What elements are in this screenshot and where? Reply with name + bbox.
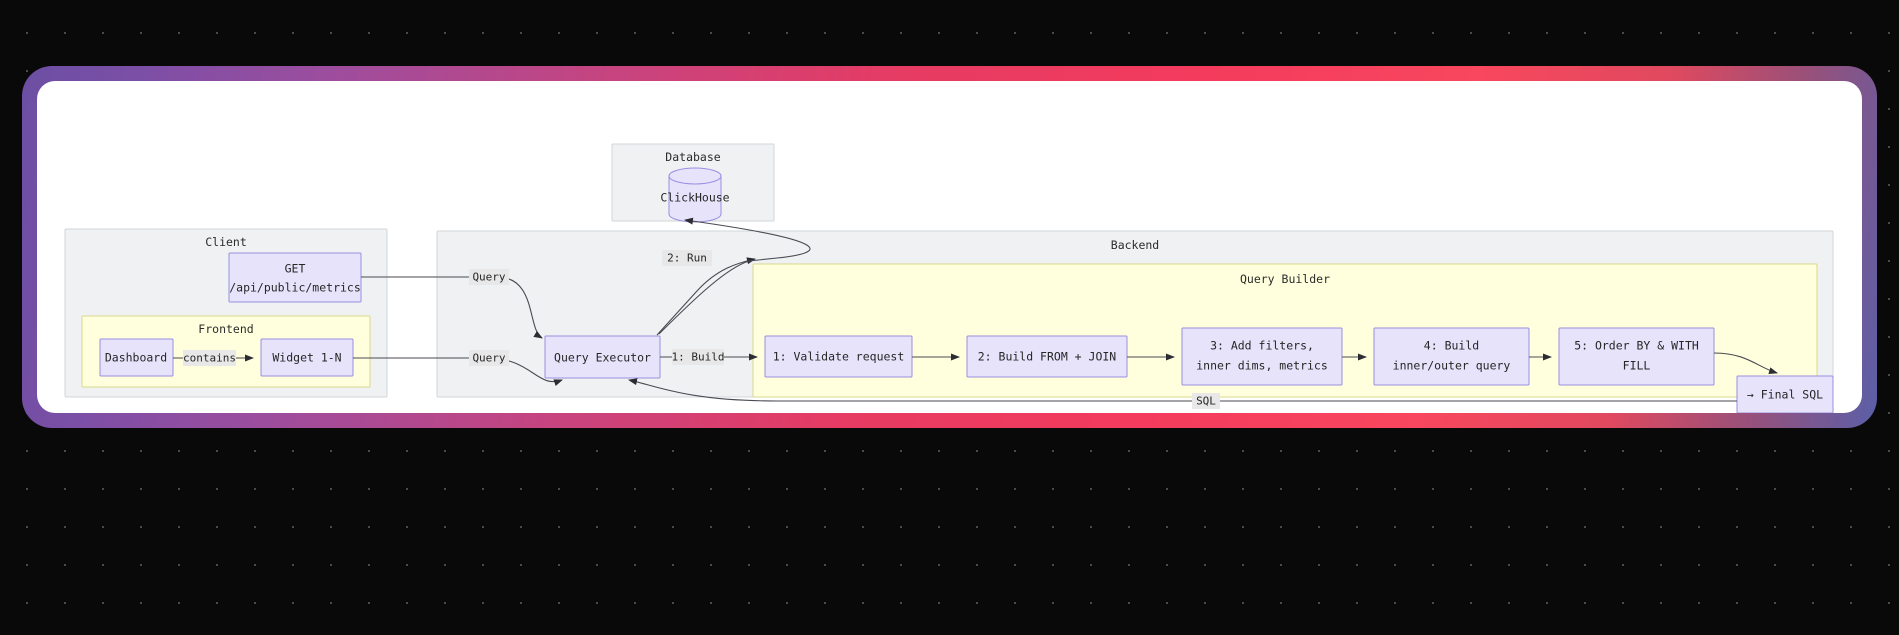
edge-executor-to-builder-label-bg	[672, 349, 724, 365]
edge-builder-to-executor-label: SQL	[1196, 395, 1216, 408]
node-query-executor[interactable]: Query Executor	[544, 335, 661, 379]
api-endpoint-path: /api/public/metrics	[229, 281, 361, 295]
api-endpoint-box	[228, 252, 362, 303]
edge-executor-to-clickhouse-label: 2: Run	[667, 252, 707, 265]
edge-api-to-executor-label-bg	[469, 269, 509, 285]
node-step4[interactable]: 4: Build inner/outer query	[1373, 327, 1530, 386]
node-clickhouse[interactable]: ClickHouse	[660, 167, 730, 223]
edge-widget-to-executor-label-bg	[469, 350, 509, 366]
edge-builder-to-executor-path	[628, 378, 1737, 402]
step4-label-line2: inner/outer query	[1393, 359, 1511, 373]
cluster-frontend-label: Frontend	[198, 322, 253, 336]
edge-contains-label: contains	[183, 352, 236, 365]
node-dashboard[interactable]: Dashboard	[99, 338, 174, 377]
step3-box	[1181, 327, 1343, 386]
edge-api-to-executor-label: Query	[472, 271, 505, 284]
edge-contains: contains	[173, 350, 254, 366]
edge-executor-to-builder-label: 1: Build	[672, 351, 725, 364]
api-endpoint-method: GET	[285, 262, 306, 276]
node-api-endpoint[interactable]: GET /api/public/metrics	[228, 252, 362, 303]
step5-label-line2: FILL	[1623, 359, 1651, 373]
edge-builder-to-executor-label-bg	[1192, 393, 1220, 409]
dashboard-label: Dashboard	[105, 351, 167, 365]
edge-executor-to-builder: 1: Build	[660, 349, 758, 365]
node-step1[interactable]: 1: Validate request	[764, 335, 913, 378]
step4-box	[1373, 327, 1530, 386]
diagram-canvas: Database ClickHouse Client GET /api/publ…	[37, 81, 1862, 413]
edge-widget-to-executor: Query	[353, 350, 563, 386]
node-step2[interactable]: 2: Build FROM + JOIN	[966, 335, 1128, 378]
edge-executor-to-clickhouse-label-bg	[662, 250, 712, 266]
clickhouse-cylinder-top	[668, 167, 722, 185]
node-step3[interactable]: 3: Add filters, inner dims, metrics	[1181, 327, 1343, 386]
widget-label: Widget 1-N	[272, 351, 341, 365]
step1-label: 1: Validate request	[773, 350, 905, 364]
node-step5[interactable]: 5: Order BY & WITH FILL	[1558, 327, 1715, 386]
step3-label-line2: inner dims, metrics	[1196, 359, 1328, 373]
edge-step5-to-final-sql	[1713, 352, 1778, 375]
step5-label-line1: 5: Order BY & WITH	[1574, 339, 1699, 353]
edge-executor-to-clickhouse: 2: Run	[656, 217, 811, 336]
edge-executor-to-clickhouse-path-c	[684, 217, 811, 259]
edge-builder-to-executor: SQL	[628, 378, 1737, 409]
step2-label: 2: Build FROM + JOIN	[978, 350, 1117, 364]
edge-step5-to-final-sql-path	[1713, 352, 1778, 375]
step3-label-line1: 3: Add filters,	[1210, 339, 1314, 353]
gradient-frame: Database ClickHouse Client GET /api/publ…	[22, 66, 1877, 428]
edge-contains-label-bg	[183, 350, 236, 366]
node-widget[interactable]: Widget 1-N	[260, 338, 354, 377]
cluster-client-label: Client	[205, 235, 247, 249]
final-sql-label: → Final SQL	[1747, 388, 1823, 402]
node-final-sql[interactable]: → Final SQL	[1736, 375, 1834, 413]
edge-api-to-executor: Query	[361, 269, 543, 339]
cluster-database-label: Database	[665, 150, 720, 164]
step5-box	[1558, 327, 1715, 386]
edge-executor-to-clickhouse-path-b	[658, 257, 778, 335]
final-sql-box	[1736, 375, 1834, 413]
step4-label-line1: 4: Build	[1424, 339, 1479, 353]
edge-executor-to-clickhouse-path	[656, 257, 756, 336]
clickhouse-label: ClickHouse	[660, 191, 729, 205]
query-executor-label: Query Executor	[554, 351, 651, 365]
edge-widget-to-executor-label: Query	[472, 352, 505, 365]
cluster-backend-label: Backend	[1111, 238, 1159, 252]
architecture-diagram: Database ClickHouse Client GET /api/publ…	[64, 143, 1834, 413]
cluster-query-builder-label: Query Builder	[1240, 272, 1330, 286]
